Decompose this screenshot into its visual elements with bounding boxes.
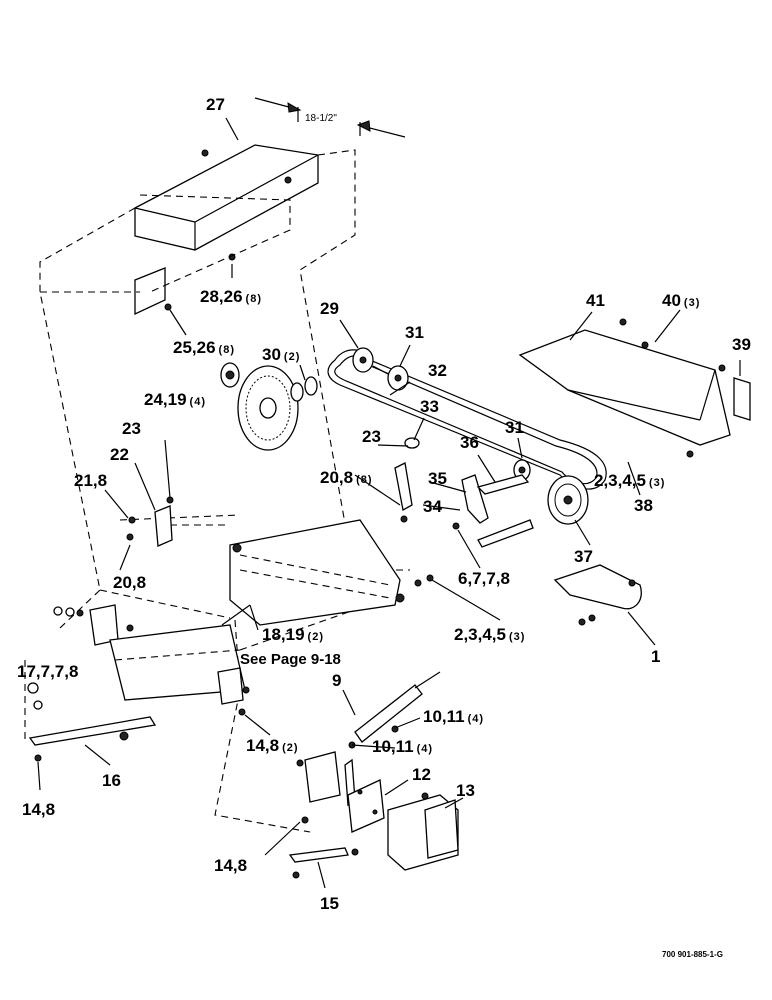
callout-29: 29 — [320, 299, 339, 318]
callout-34: 34 — [423, 497, 442, 516]
callout-21-8: 21,8 — [74, 471, 107, 490]
callout-23-center: 23 — [362, 427, 381, 446]
mount-tube — [387, 792, 459, 871]
callout-33: 33 — [420, 397, 439, 416]
lower-left-frame — [27, 604, 250, 716]
hydraulic-cylinder — [348, 671, 441, 749]
callout-1: 1 — [651, 647, 660, 666]
callout-17-7-7-8: 17,7,7,8 — [17, 662, 78, 681]
tensioner-assembly — [126, 437, 534, 548]
lower-link — [288, 816, 359, 879]
idler-pulleys — [352, 347, 531, 481]
driven-sheave — [547, 475, 589, 525]
callout-37: 37 — [574, 547, 593, 566]
callout-32: 32 — [428, 361, 447, 380]
callout-13: 13 — [456, 781, 475, 800]
callout-9: 9 — [332, 671, 341, 690]
callout-14-8-left: 14,8 — [22, 800, 55, 819]
callout-14-8-bottom: 14,8 — [214, 856, 247, 875]
mount-bracket — [296, 751, 385, 833]
callout-28-26: 28,26(8) — [200, 287, 262, 306]
callout-20-8-qty: 20,8(8) — [320, 468, 373, 487]
arm — [28, 716, 157, 762]
callout-39: 39 — [732, 335, 751, 354]
dimension-text: 18-1/2" — [305, 113, 337, 124]
callout-23-left: 23 — [122, 419, 141, 438]
callout-16: 16 — [102, 771, 121, 790]
callout-25-26: 25,26(8) — [173, 338, 235, 357]
callout-15: 15 — [320, 894, 339, 913]
callout-41: 41 — [586, 291, 605, 310]
frame-beam — [229, 519, 434, 626]
callout-6-7-7-8: 6,7,7,8 — [458, 569, 510, 588]
callout-2-3-4-5-lower: 2,3,4,5(3) — [454, 625, 525, 644]
leader-lines — [37, 117, 741, 889]
callout-20-8: 20,8 — [113, 573, 146, 592]
large-sheave — [220, 362, 318, 451]
callout-31-upper: 31 — [405, 323, 424, 342]
callout-31-lower: 31 — [505, 418, 524, 437]
dimension-marker: 18-1/2" — [254, 97, 406, 138]
callout-10-11-lower: 10,11(4) — [372, 737, 433, 756]
callout-18-19: 18,19(2) — [262, 625, 324, 644]
callout-22: 22 — [110, 445, 129, 464]
callout-14-8-qty: 14,8(2) — [246, 736, 299, 755]
callout-35: 35 — [428, 469, 447, 488]
drawing-code: 700 901-885-1-G — [662, 950, 723, 959]
callout-24-19: 24,19(4) — [144, 390, 206, 409]
callout-labels: 27 28,26(8) 25,26(8) 29 30(2) 31 32 41 4… — [17, 95, 751, 913]
callout-36: 36 — [460, 433, 479, 452]
callout-40: 40(3) — [662, 291, 700, 310]
callout-30: 30(2) — [262, 345, 300, 364]
callout-2-3-4-5-right: 2,3,4,5(3) — [594, 471, 665, 490]
belt-shield — [518, 318, 751, 458]
callout-10-11-upper: 10,11(4) — [423, 707, 484, 726]
callout-12: 12 — [412, 765, 431, 784]
see-page-note: See Page 9-18 — [240, 651, 341, 668]
callout-27: 27 — [206, 95, 225, 114]
frame-outline — [24, 149, 410, 833]
callout-38: 38 — [634, 496, 653, 515]
crop-guide — [553, 564, 642, 626]
